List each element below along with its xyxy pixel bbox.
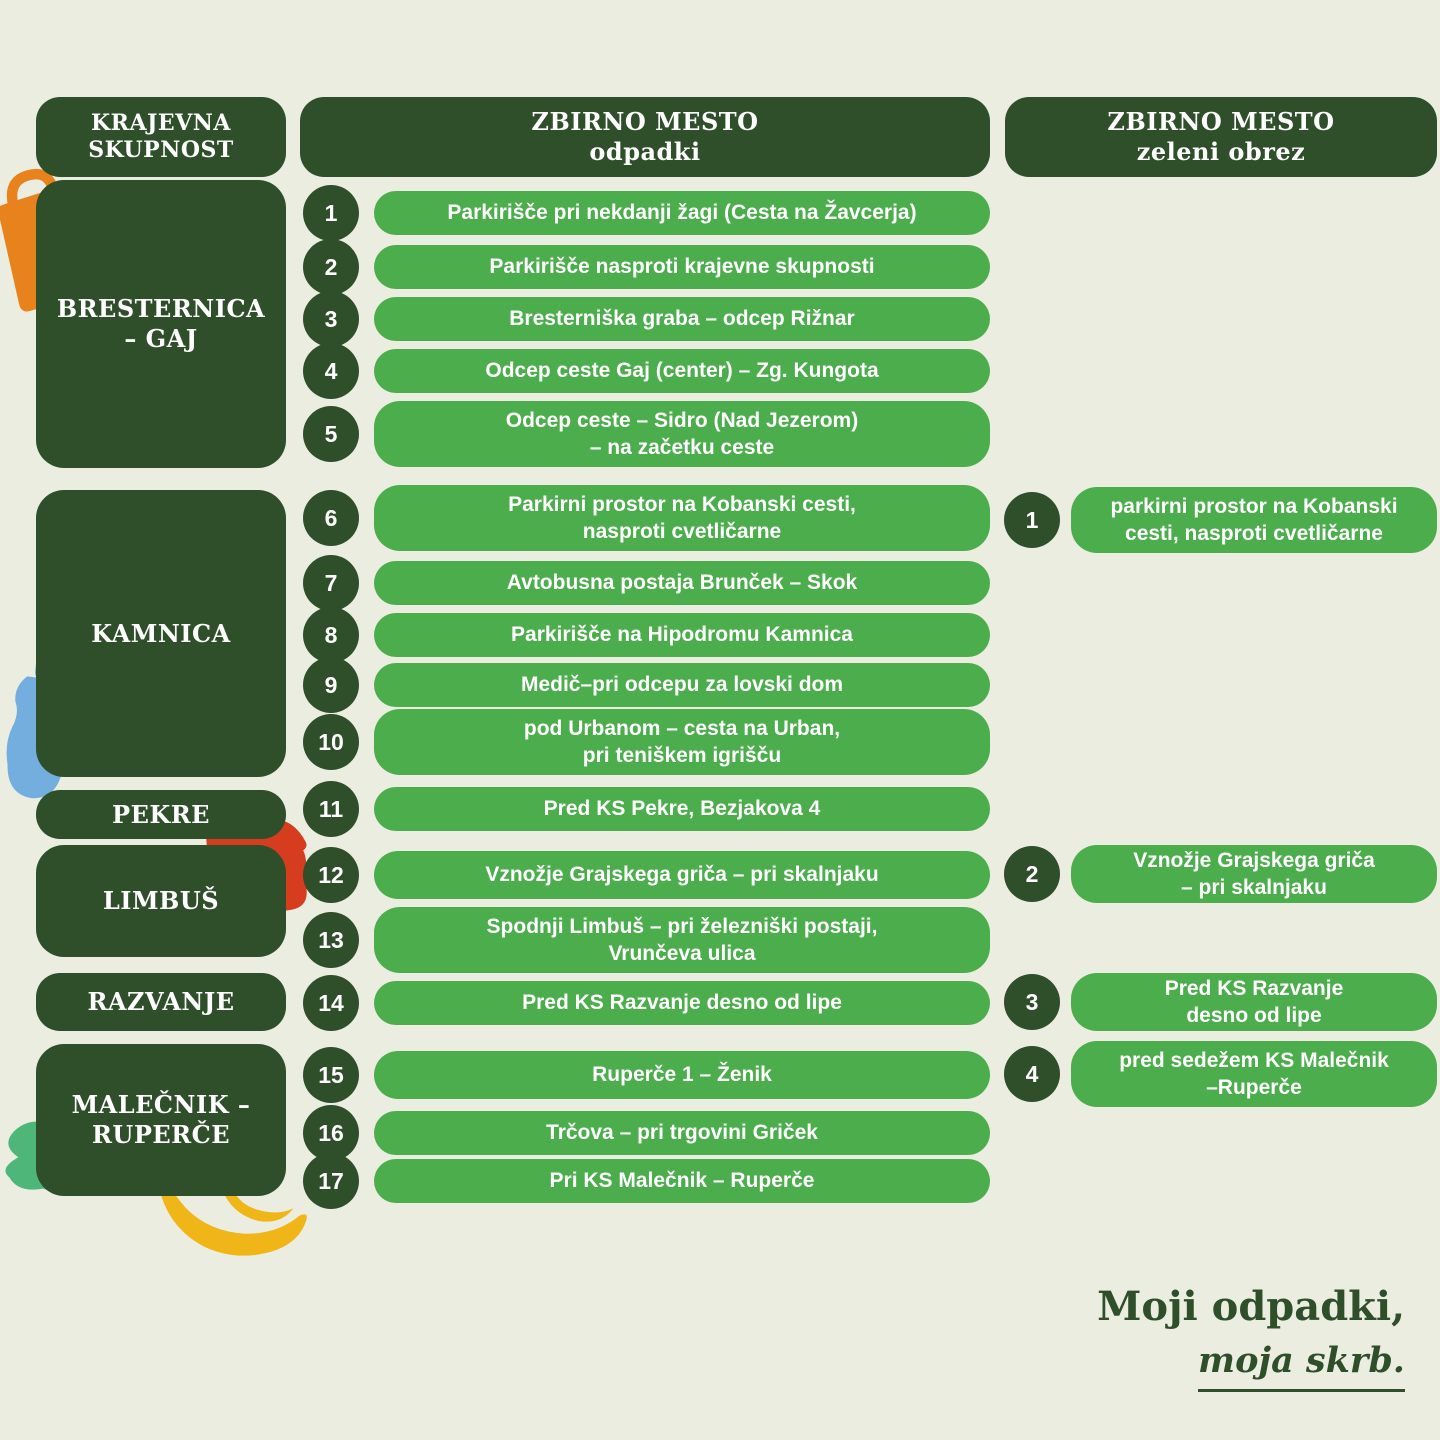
waste-point-pill: Pri KS Malečnik – Ruperče (374, 1159, 990, 1203)
waste-point-pill: Medič–pri odcepu za lovski dom (374, 663, 990, 707)
waste-point-pill: Spodnji Limbuš – pri železniški postaji,… (374, 907, 990, 973)
waste-point-number: 4 (303, 343, 359, 399)
waste-point-pill: Vznožje Grajskega griča – pri skalnjaku (374, 851, 990, 899)
waste-point-pill: Odcep ceste Gaj (center) – Zg. Kungota (374, 349, 990, 393)
waste-point-pill: Parkirišče pri nekdanji žagi (Cesta na Ž… (374, 191, 990, 235)
waste-point-number: 9 (303, 657, 359, 713)
community-limbus: LIMBUŠ (36, 845, 286, 957)
waste-point-pill: Parkirišče na Hipodromu Kamnica (374, 613, 990, 657)
green-point-pill: Vznožje Grajskega griča – pri skalnjaku (1071, 845, 1437, 903)
community-malecnik-ruperce: MALEČNIK – RUPERČE (36, 1044, 286, 1196)
waste-point-number: 17 (303, 1153, 359, 1209)
waste-point-number: 15 (303, 1047, 359, 1103)
footer-slogan-line1: Moji odpadki, (1097, 1283, 1405, 1330)
waste-point-number: 16 (303, 1105, 359, 1161)
community-bresternica-gaj: BRESTERNICA – GAJ (36, 180, 286, 468)
waste-point-number: 8 (303, 607, 359, 663)
waste-point-pill: Odcep ceste – Sidro (Nad Jezerom) – na z… (374, 401, 990, 467)
green-point-number: 4 (1004, 1046, 1060, 1102)
waste-point-pill: pod Urbanom – cesta na Urban, pri tenišk… (374, 709, 990, 775)
header-krajevna-skupnost: KRAJEVNA SKUPNOST (36, 97, 286, 177)
green-point-number: 3 (1004, 974, 1060, 1030)
header-zbirno-mesto-zeleni-obrez: ZBIRNO MESTO zeleni obrez (1005, 97, 1437, 177)
waste-point-number: 11 (303, 781, 359, 837)
community-razvanje: RAZVANJE (36, 973, 286, 1031)
waste-point-pill: Pred KS Razvanje desno od lipe (374, 981, 990, 1025)
community-kamnica: KAMNICA (36, 490, 286, 777)
waste-point-number: 5 (303, 406, 359, 462)
waste-point-number: 14 (303, 975, 359, 1031)
waste-point-pill: Bresterniška graba – odcep Rižnar (374, 297, 990, 341)
waste-point-pill: Parkirni prostor na Kobanski cesti, nasp… (374, 485, 990, 551)
header-zbirno-mesto-odpadki: ZBIRNO MESTO odpadki (300, 97, 990, 177)
waste-point-number: 13 (303, 912, 359, 968)
waste-point-number: 7 (303, 555, 359, 611)
waste-point-pill: Avtobusna postaja Brunček – Skok (374, 561, 990, 605)
green-point-pill: Pred KS Razvanje desno od lipe (1071, 973, 1437, 1031)
green-point-pill: pred sedežem KS Malečnik –Ruperče (1071, 1041, 1437, 1107)
green-point-number: 1 (1004, 492, 1060, 548)
waste-point-pill: Trčova – pri trgovini Griček (374, 1111, 990, 1155)
waste-point-pill: Ruperče 1 – Ženik (374, 1051, 990, 1099)
waste-point-number: 10 (303, 714, 359, 770)
green-point-number: 2 (1004, 846, 1060, 902)
banana-peel-icon (160, 1180, 307, 1256)
community-pekre: PEKRE (36, 790, 286, 839)
waste-point-number: 12 (303, 847, 359, 903)
waste-point-pill: Parkirišče nasproti krajevne skupnosti (374, 245, 990, 289)
waste-point-number: 3 (303, 291, 359, 347)
waste-point-number: 6 (303, 490, 359, 546)
waste-point-number: 1 (303, 185, 359, 241)
waste-point-number: 2 (303, 239, 359, 295)
green-point-pill: parkirni prostor na Kobanski cesti, nasp… (1071, 487, 1437, 553)
footer-slogan-line2: moja skrb. (1198, 1340, 1405, 1392)
waste-point-pill: Pred KS Pekre, Bezjakova 4 (374, 787, 990, 831)
